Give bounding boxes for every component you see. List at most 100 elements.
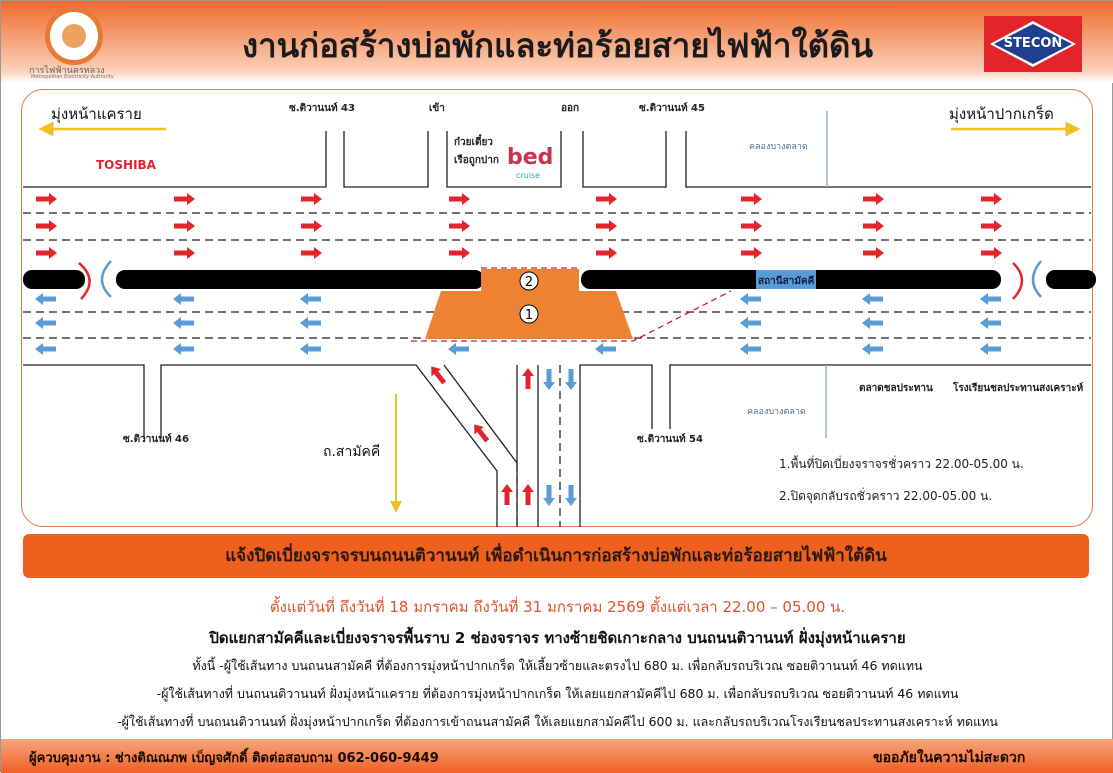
mea-logo-text-en: Metropolitan Electricity Authority	[31, 74, 114, 80]
eastbound-arrow-icon	[36, 247, 57, 259]
school-label: โรงเรียนชลประทานสงเคราะห์	[952, 381, 1084, 394]
turn-arrow-icon	[474, 424, 490, 443]
u-turn-right-red-icon	[1012, 262, 1024, 300]
westbound-arrow-icon	[173, 293, 194, 305]
westbound-arrow-icon	[980, 317, 1001, 329]
stecon-logo: STECON	[984, 16, 1082, 72]
southbound-arrow-icon	[543, 369, 555, 390]
date-range: ตั้งแต่วันที่ ถึงวันที่ 18 มกราคม ถึงวัน…	[269, 598, 846, 616]
soi-46-label: ซ.ติวานนท์ 46	[123, 433, 189, 445]
westbound-arrow-icon	[980, 293, 1001, 305]
closure-boundary	[411, 267, 732, 342]
westbound-arrow-icon	[35, 317, 56, 329]
samakkhi-road-label: ถ.สามัคคี	[323, 444, 380, 460]
eastbound-arrow-icon	[981, 193, 1002, 205]
mea-logo	[45, 7, 103, 65]
station-marker	[756, 270, 816, 289]
eastbound-arrow-icon	[596, 193, 617, 205]
eastbound-arrow-icon	[301, 193, 322, 205]
u-turn-left-blue-icon	[100, 260, 112, 298]
detour-3: -ผู้ใช้เส้นทางที่ บนถนนติวานนท์ ฝั่งมุ่ง…	[117, 714, 998, 729]
shop-label-1: ก๋วยเตี๋ยว	[454, 134, 493, 148]
apology-text: ขออภัยในความไม่สะดวก	[873, 750, 1026, 766]
eastbound-arrow-icon	[981, 247, 1002, 259]
eastbound-arrow-icon	[449, 220, 470, 232]
eastbound-arrow-icon	[863, 247, 884, 259]
mea-logo-text: การไฟฟ้านครหลวง	[29, 66, 105, 76]
eastbound-arrow-icon	[174, 193, 195, 205]
westbound-arrow-icon	[35, 343, 56, 355]
zone-2-number: 2	[525, 275, 533, 290]
eastbound-arrow-icon	[596, 220, 617, 232]
u-turn-right-blue-icon	[1031, 260, 1042, 298]
westbound-arrow-icon	[300, 343, 321, 355]
eastbound-arrow-icon	[449, 247, 470, 259]
westbound-arrow-icon	[595, 343, 616, 355]
westbound-arrow-icon	[740, 343, 761, 355]
closure-description: ปิดแยกสามัคคีและเบี่ยงจราจรพื้นราบ 2 ช่อ…	[209, 629, 906, 647]
shop-label-2: เรือถูกปาก	[454, 154, 499, 167]
zone-2-marker	[519, 271, 539, 291]
canal-label-bottom: คลองบางตลาด	[747, 407, 806, 417]
westbound-arrow-icon	[862, 293, 883, 305]
direction-left-label: มุ่งหน้าแคราย	[51, 105, 142, 124]
note-2: 2.ปิดจุดกลับรถชั่วคราว 22.00-05.00 น.	[779, 487, 992, 504]
soi-43-label: ซ.ติวานนท์ 43	[289, 102, 355, 114]
eastbound-arrow-icon	[449, 193, 470, 205]
westbound-arrow-icon	[740, 293, 761, 305]
eastbound-arrow-icon	[863, 220, 884, 232]
southbound-arrow-icon	[565, 369, 577, 390]
note-1: 1.พื้นที่ปิดเบี่ยงจราจรชั่วคราว 22.00-05…	[779, 455, 1024, 471]
southbound-arrow-icon	[565, 485, 577, 506]
westbound-arrow-icon	[862, 317, 883, 329]
zone-1-marker	[519, 304, 539, 324]
detour-2: -ผู้ใช้เส้นทางที่ บนถนนติวานนท์ ฝั่งมุ่ง…	[156, 686, 959, 701]
stecon-logo-text: STECON	[1003, 36, 1063, 51]
eastbound-arrow-icon	[36, 220, 57, 232]
canal-label-top: คลองบางตลาด	[749, 142, 808, 152]
closure-banner: แจ้งปิดเบี่ยงจราจรบนถนนติวานนท์ เพื่อดำเ…	[23, 534, 1089, 578]
soi-54-label: ซ.ติวานนท์ 54	[637, 433, 703, 445]
westbound-arrow-icon	[980, 343, 1001, 355]
northbound-arrow-icon	[522, 484, 534, 505]
zone-1-number: 1	[525, 308, 533, 323]
eastbound-arrow-icon	[301, 220, 322, 232]
bed-logo: bed	[507, 145, 553, 170]
page-title: งานก่อสร้างบ่อพักและท่อร้อยสายไฟฟ้าใต้ดิ…	[241, 26, 874, 65]
eastbound-arrow-icon	[981, 220, 1002, 232]
westbound-arrow-icon	[740, 317, 761, 329]
diagram-frame	[21, 89, 1093, 527]
contact-info: ผู้ควบคุมงาน : ช่างติณณภพ เบ็ญจศักดิ์ ติ…	[29, 751, 439, 766]
toshiba-label: TOSHIBA	[96, 158, 157, 172]
eastbound-arrow-icon	[741, 220, 762, 232]
median	[23, 270, 1096, 289]
u-turn-left-red-icon	[78, 262, 91, 300]
northbound-arrow-icon	[522, 368, 534, 389]
eastbound-arrow-icon	[301, 247, 322, 259]
soi-45-label: ซ.ติวานนท์ 45	[639, 102, 705, 114]
northbound-arrow-icon	[501, 484, 513, 505]
exit-label: ออก	[561, 103, 579, 114]
eastbound-arrow-icon	[174, 247, 195, 259]
header-bar	[1, 1, 1113, 83]
westbound-arrow-icon	[862, 343, 883, 355]
market-label: ตลาดชลประทาน	[859, 382, 933, 394]
eastbound-arrow-icon	[741, 193, 762, 205]
eastbound-arrow-icon	[174, 220, 195, 232]
westbound-arrow-icon	[35, 293, 56, 305]
turn-arrow-icon	[431, 366, 447, 385]
eastbound-arrow-icon	[36, 193, 57, 205]
eastbound-arrow-icon	[596, 247, 617, 259]
station-label: สถานีสามัคคี	[758, 275, 815, 287]
traffic-arrows	[35, 193, 1002, 506]
footer-bar: ผู้ควบคุมงาน : ช่างติณณภพ เบ็ญจศักดิ์ ติ…	[1, 739, 1113, 773]
westbound-arrow-icon	[173, 317, 194, 329]
curbs	[23, 111, 1091, 527]
entrance-label: เข้า	[429, 102, 445, 114]
eastbound-arrow-icon	[863, 193, 884, 205]
southbound-arrow-icon	[543, 485, 555, 506]
westbound-arrow-icon	[300, 317, 321, 329]
lane-dividers	[23, 212, 1091, 527]
bed-logo-sub: cruise	[516, 171, 540, 180]
